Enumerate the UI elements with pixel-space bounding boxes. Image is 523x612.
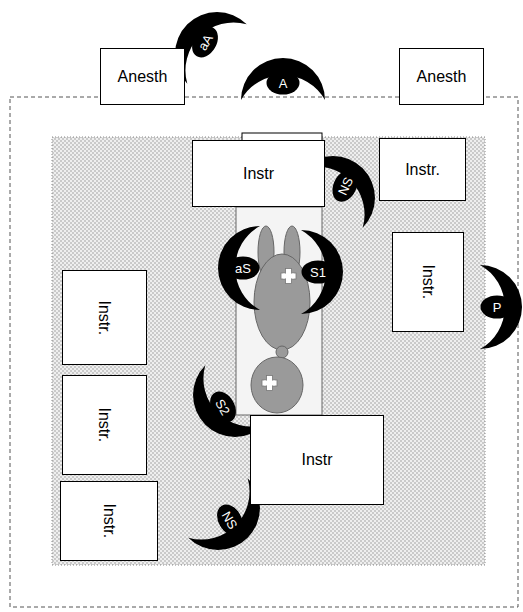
- staff-marker: A: [266, 71, 300, 95]
- equipment-label: Instr: [301, 451, 332, 469]
- staff-label: aS: [235, 262, 251, 275]
- staff-marker: S1: [301, 260, 335, 284]
- equipment-box: Instr.: [62, 270, 147, 365]
- head-shape: [302, 261, 335, 284]
- staff-marker: NS: [327, 166, 363, 207]
- head-shape: [212, 500, 248, 540]
- sterile-area: [52, 137, 485, 565]
- equipment-label: Instr.: [96, 300, 114, 335]
- staff-label: P: [493, 301, 502, 314]
- patient-figure: [251, 226, 310, 413]
- equipment-box: Anesth: [100, 48, 185, 105]
- head-shape: [267, 72, 300, 95]
- equipment-label: Instr.: [405, 161, 440, 179]
- staff-marker: aA: [186, 21, 224, 62]
- equipment-label: Anesth: [118, 68, 168, 86]
- staff-body: [158, 0, 522, 567]
- head-shape: [227, 257, 260, 280]
- equipment-box: Instr.: [392, 232, 464, 332]
- equipment-box: Instr.: [379, 138, 466, 201]
- head-shape: [205, 387, 241, 427]
- staff-marker: S2: [204, 386, 242, 427]
- head-shape: [328, 166, 363, 206]
- equipment-label: Instr: [243, 165, 274, 183]
- staff-marker: P: [480, 295, 514, 319]
- room-outline: [10, 97, 518, 607]
- equipment-label: Anesth: [417, 68, 467, 86]
- equipment-box: Anesth: [399, 48, 484, 105]
- head-shape: [481, 296, 514, 319]
- head-shape: [187, 22, 223, 62]
- staff-label: A: [279, 77, 288, 90]
- equipment-label: Instr.: [100, 504, 118, 539]
- equipment-box: Instr.: [62, 375, 147, 475]
- staff-label: S1: [310, 266, 326, 279]
- equipment-box: Instr: [192, 140, 325, 207]
- equipment-label: Instr.: [419, 265, 437, 300]
- site-cross: [262, 269, 296, 391]
- equipment-label: Instr.: [96, 408, 114, 443]
- equipment-box: Instr: [250, 415, 384, 505]
- staff-marker: NS: [211, 499, 249, 540]
- equipment-box: Instr.: [60, 481, 158, 561]
- staff-marker: aS: [226, 256, 260, 280]
